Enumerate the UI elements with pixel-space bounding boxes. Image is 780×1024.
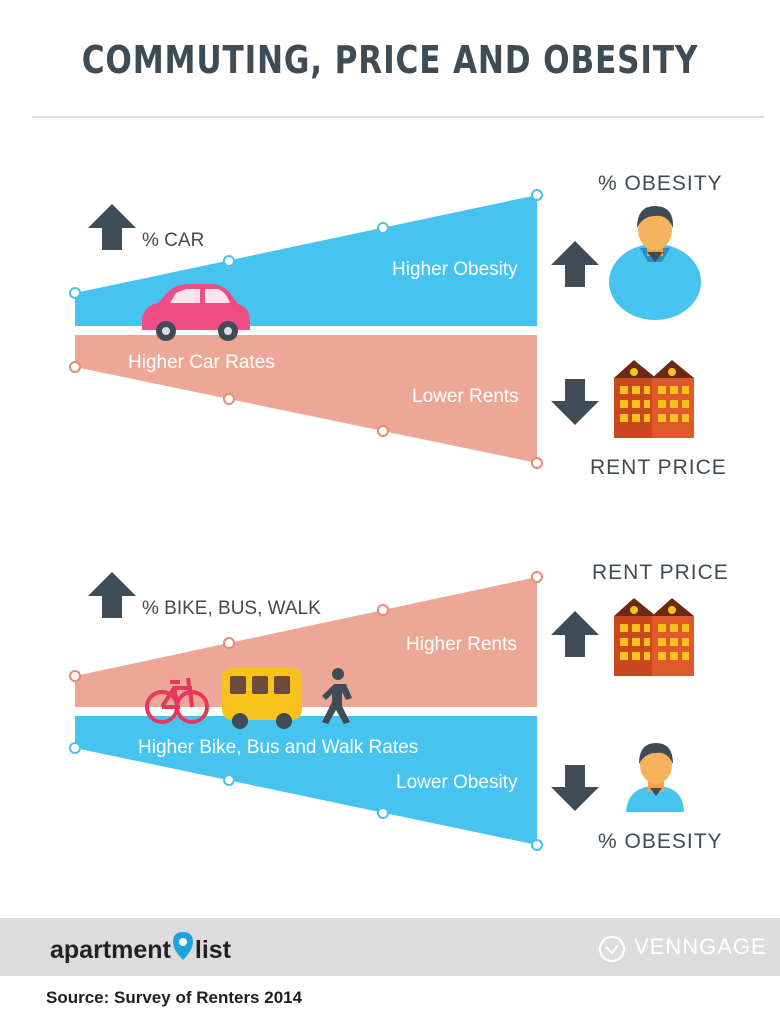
- band-label-higher-bike-bus-walk: Higher Bike, Bus and Walk Rates: [138, 737, 419, 758]
- source-note: Source: Survey of Renters 2014: [46, 988, 303, 1007]
- building-icon: [614, 598, 694, 676]
- band-label-higher-obesity: Higher Obesity: [392, 259, 518, 280]
- side-label-obesity: % OBESITY: [598, 172, 723, 195]
- band-label-lower-rents: Lower Rents: [412, 386, 519, 407]
- indicator-bike-bus-walk: % BIKE, BUS, WALK: [142, 598, 321, 619]
- band-label-higher-car-rates: Higher Car Rates: [128, 352, 275, 373]
- arrow-down-icon: [551, 765, 599, 811]
- arrow-up-icon: [551, 611, 599, 657]
- wedge-markers-lower-2: [69, 742, 543, 851]
- rent-wedge-lower: [75, 335, 537, 463]
- obesity-wedge-lower: [75, 716, 537, 845]
- side-label-rent-price: RENT PRICE: [590, 456, 727, 479]
- map-pin-icon: [172, 932, 193, 960]
- car-icon: [142, 284, 250, 341]
- brand-name: apartment: [50, 936, 171, 964]
- band-label-higher-rents: Higher Rents: [406, 634, 517, 655]
- bicycle-icon: [145, 677, 209, 724]
- indicator-car: % CAR: [142, 230, 205, 251]
- arrow-up-icon: [88, 204, 136, 250]
- side-label-rent-price-2: RENT PRICE: [592, 561, 729, 584]
- band-label-lower-obesity: Lower Obesity: [396, 772, 518, 793]
- brand-suffix: list: [194, 936, 231, 964]
- building-icon: [614, 360, 694, 438]
- venngage-brand[interactable]: VENNGAGE: [634, 934, 767, 959]
- bus-icon: [222, 668, 302, 729]
- arrow-up-icon: [551, 241, 599, 287]
- apartment-list-logo: apartment list: [50, 932, 231, 965]
- wedge-markers-upper: [69, 189, 543, 299]
- venngage-logo-icon: [599, 936, 625, 962]
- wedge-markers-upper-2: [69, 571, 543, 682]
- footer-bar: [0, 918, 780, 976]
- side-label-obesity-2: % OBESITY: [598, 830, 723, 853]
- walker-icon: [322, 668, 352, 724]
- rent-wedge-upper: [75, 577, 537, 707]
- person-icon: [609, 206, 701, 320]
- page-title: COMMUTING, PRICE AND OBESITY: [81, 38, 699, 82]
- arrow-down-icon: [551, 379, 599, 425]
- arrow-up-icon: [88, 572, 136, 618]
- person-icon: [626, 743, 684, 812]
- title-divider: [32, 116, 764, 118]
- wedge-markers-lower: [69, 361, 543, 469]
